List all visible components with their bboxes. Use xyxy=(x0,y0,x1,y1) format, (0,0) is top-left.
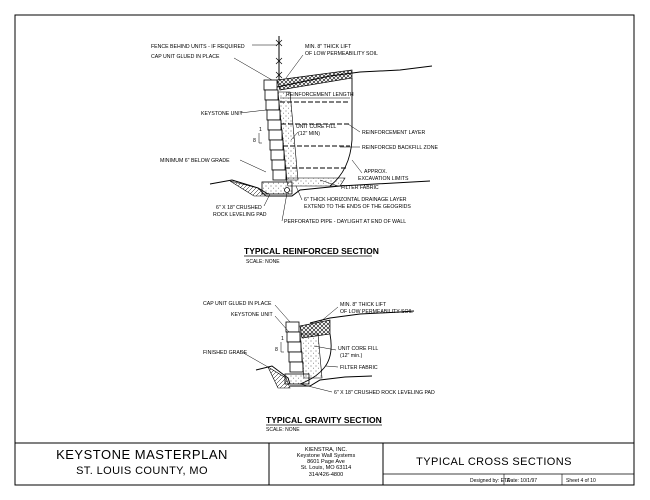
gravity-batter-1: 1 xyxy=(281,336,284,342)
gravity-wall-stack xyxy=(285,321,304,373)
reinforced-soil-cap xyxy=(276,69,353,91)
gravity-base-ground xyxy=(290,375,373,387)
drainage-layer xyxy=(285,177,346,187)
gravity-back-slope xyxy=(309,310,415,324)
gravity-soil-label-2: OF LOW PERMEABILITY SOIL xyxy=(340,309,413,315)
reinforcement-layer-label: REINFORCEMENT LAYER xyxy=(362,130,425,136)
gravity-batter-mark xyxy=(280,342,284,353)
excavation-label-2: EXCAVATION LIMITS xyxy=(358,176,409,182)
reinforced-wall-stack xyxy=(263,79,287,181)
perforated-pipe xyxy=(284,187,290,193)
gravity-front-soil xyxy=(267,366,291,389)
gravity-core-fill xyxy=(299,333,323,379)
reinforced-soil-label-2: OF LOW PERMEABILITY SOIL xyxy=(305,51,378,57)
gravity-scale: SCALE: NONE xyxy=(266,427,300,433)
reinforced-pad-label-2: ROCK LEVELING PAD xyxy=(213,212,267,218)
reinforced-batter-mark xyxy=(258,133,262,144)
project-county: ST. LOUIS COUNTY, MO xyxy=(76,465,208,477)
gravity-cap-label: CAP UNIT GLUED IN PLACE xyxy=(203,301,272,307)
sheet-number: Sheet 4 of 10 xyxy=(566,478,596,484)
designed-by: Designed by: ETA xyxy=(470,478,511,484)
finished-grade-label: FINISHED GRADE xyxy=(203,350,248,356)
reinforced-scale: SCALE: NONE xyxy=(246,259,280,265)
reinforced-soil-label-1: MIN. 8" THICK LIFT xyxy=(305,44,352,50)
reinforced-leader-lines xyxy=(233,44,363,222)
gravity-batter-8: 8 xyxy=(275,347,278,353)
reinforcement-length-label: REINFORCEMENT LENGTH xyxy=(286,92,354,98)
fence-label: FENCE BEHIND UNITS - IF REQUIRED xyxy=(151,44,245,50)
reinforced-filter-label: FILTER FABRIC xyxy=(341,185,379,191)
sheet-border xyxy=(14,14,635,486)
reinforced-cap-label: CAP UNIT GLUED IN PLACE xyxy=(151,54,220,60)
title-block xyxy=(15,442,634,485)
reinforced-base-ground xyxy=(266,180,431,197)
company-name: KIENSTRA, INC. xyxy=(305,447,348,453)
reinforced-front-soil xyxy=(229,180,267,197)
drainage-label-1: 6" THICK HORIZONTAL DRAINAGE LAYER xyxy=(304,197,407,203)
excavation-label-1: APPROX. xyxy=(364,169,387,175)
fence-post-marks xyxy=(275,39,283,79)
reinforced-keystone-unit-label: KEYSTONE UNIT xyxy=(201,111,244,117)
gravity-soil-label-1: MIN. 8" THICK LIFT xyxy=(340,302,387,308)
drainage-label-2: EXTEND TO THE ENDS OF THE GEOGRIDS xyxy=(304,204,411,210)
gravity-core-fill-label-1: UNIT CORE FILL xyxy=(338,346,378,352)
gravity-section-drawing xyxy=(239,304,415,393)
gravity-filter-label: FILTER FABRIC xyxy=(340,365,378,371)
perforated-pipe-label: PERFORATED PIPE - DAYLIGHT AT END OF WAL… xyxy=(284,219,406,225)
gravity-leveling-pad xyxy=(284,373,310,385)
company-phone: 314/426-4800 xyxy=(309,472,344,478)
gravity-pad-label: 6" X 18" CRUSHED ROCK LEVELING PAD xyxy=(334,390,435,396)
reinforced-section-title: TYPICAL REINFORCED SECTION xyxy=(244,246,379,256)
project-name: KEYSTONE MASTERPLAN xyxy=(56,447,228,462)
reinforcement-layers xyxy=(280,101,350,169)
company-address-2: St. Louis, MO 63114 xyxy=(301,465,352,471)
sheet-date: Date: 10/1/97 xyxy=(507,478,537,484)
company-division: Keystone Wall Systems xyxy=(297,453,356,459)
reinforced-section-drawing xyxy=(209,36,433,222)
backfill-zone-label: REINFORCED BACKFILL ZONE xyxy=(362,145,438,151)
gravity-keystone-unit-label: KEYSTONE UNIT xyxy=(231,312,274,318)
reinforced-core-fill-label-1: UNIT CORE FILL xyxy=(296,124,336,130)
reinforced-batter-1: 1 xyxy=(259,127,262,133)
gravity-section-title: TYPICAL GRAVITY SECTION xyxy=(266,415,382,425)
reinforced-core-fill-label-2: (12" MIN) xyxy=(298,131,320,137)
gravity-leader-lines xyxy=(239,304,339,393)
reinforced-batter-8: 8 xyxy=(253,138,256,144)
gravity-core-fill-label-2: (12" min.) xyxy=(340,353,363,359)
company-address-1: 8601 Page Ave xyxy=(307,459,345,465)
sheet-title: TYPICAL CROSS SECTIONS xyxy=(416,456,572,468)
min-grade-label: MINIMUM 6" BELOW GRADE xyxy=(160,158,230,164)
reinforced-pad-label-1: 6" X 18" CRUSHED xyxy=(216,205,262,211)
